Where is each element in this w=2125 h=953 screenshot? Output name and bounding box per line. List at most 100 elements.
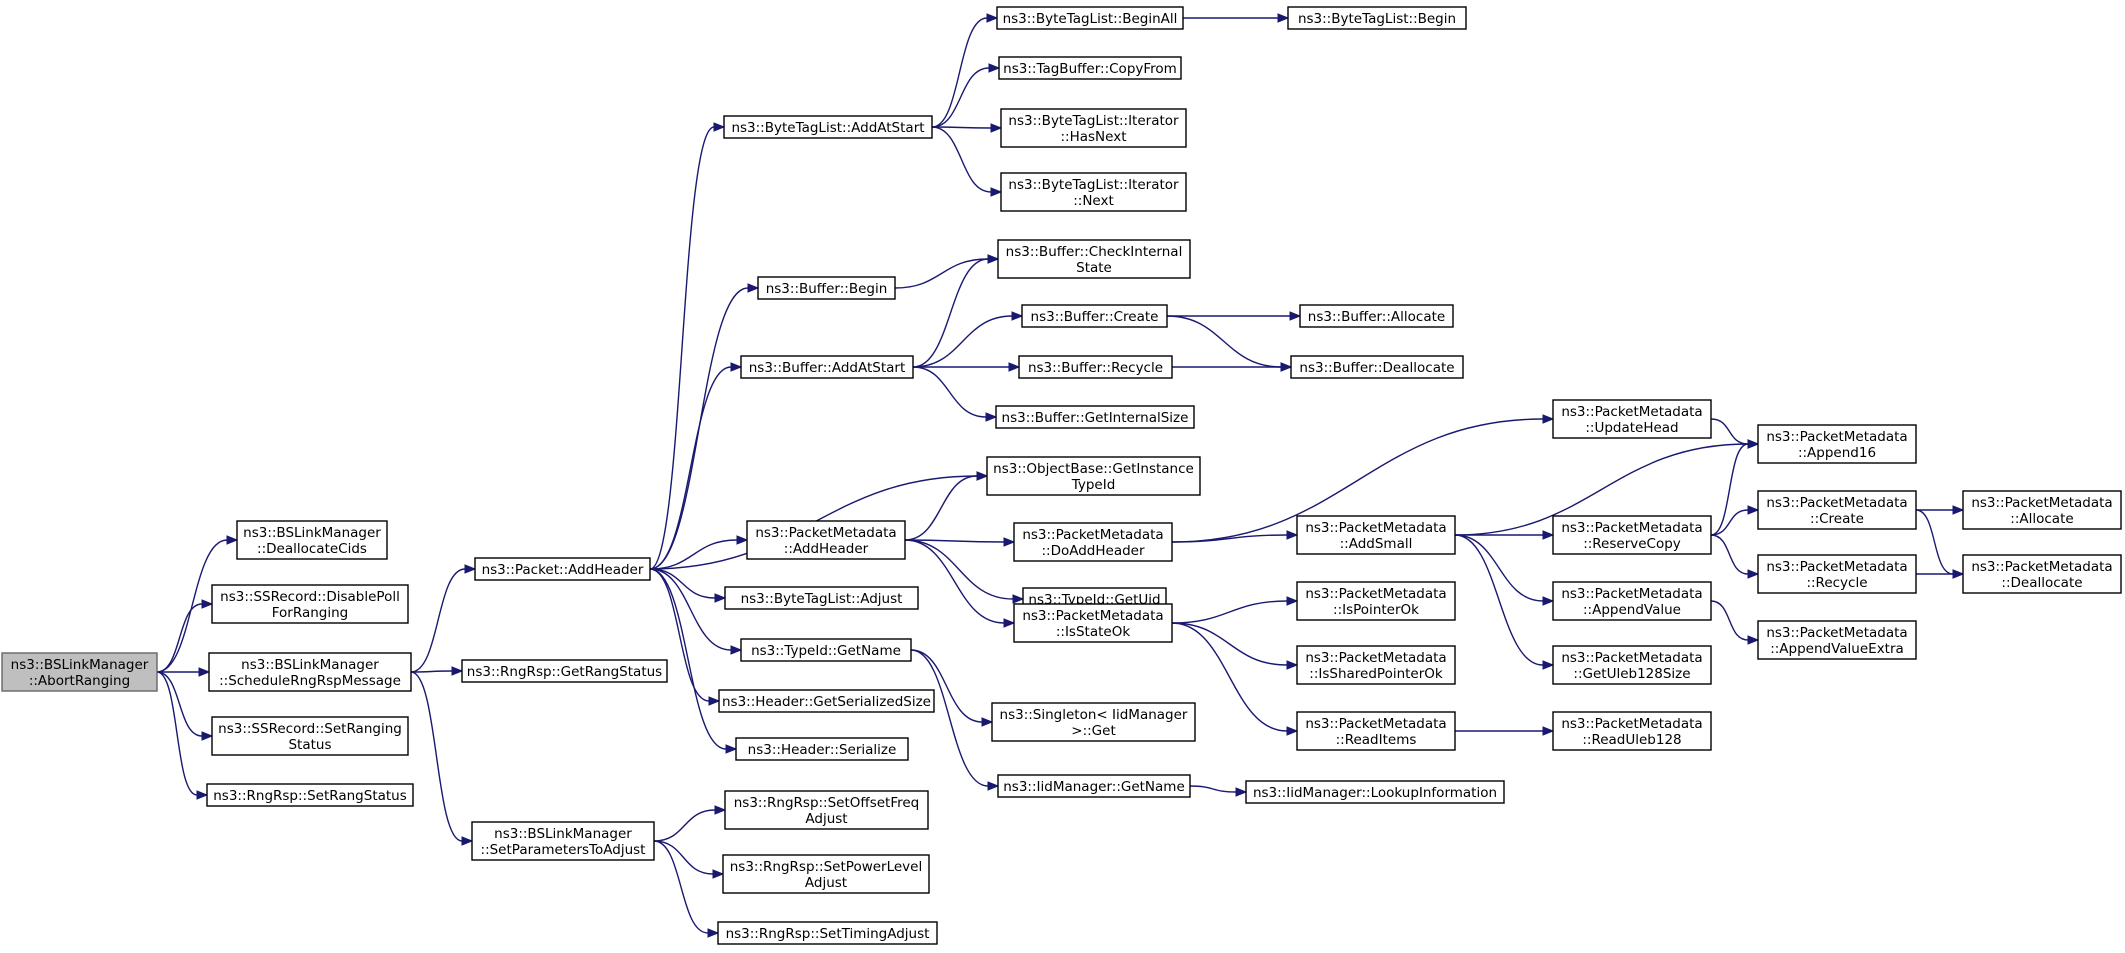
node-pm-ispointerok[interactable]: ns3::PacketMetadata::IsPointerOk [1296, 581, 1456, 621]
node-label: ns3::RngRsp::SetRangStatus [213, 788, 407, 804]
node-btl-begin[interactable]: ns3::ByteTagList::Begin [1287, 6, 1467, 30]
node-label: ns3::TypeId::GetName [751, 643, 901, 659]
node-pm-getuleb[interactable]: ns3::PacketMetadata::GetUleb128Size [1552, 645, 1712, 685]
edge-pm-addsmall-to-pm-appendvalue [1454, 534, 1555, 606]
node-pm-addsmall[interactable]: ns3::PacketMetadata::AddSmall [1296, 515, 1456, 555]
node-hdr-getsize[interactable]: ns3::Header::GetSerializedSize [718, 689, 935, 713]
node-btl-beginall[interactable]: ns3::ByteTagList::BeginAll [996, 6, 1184, 30]
node-pm-recycle[interactable]: ns3::PacketMetadata::Recycle [1757, 554, 1917, 594]
node-pm-readuleb[interactable]: ns3::PacketMetadata::ReadUleb128 [1552, 711, 1712, 751]
node-pm-append16[interactable]: ns3::PacketMetadata::Append16 [1757, 424, 1917, 464]
node-pm-doaddheader[interactable]: ns3::PacketMetadata::DoAddHeader [1013, 522, 1173, 562]
node-pm-issharedok[interactable]: ns3::PacketMetadata::IsSharedPointerOk [1296, 645, 1456, 685]
node-label: ::Append16 [1798, 445, 1876, 461]
node-settiming[interactable]: ns3::RngRsp::SetTimingAdjust [717, 921, 938, 945]
arrowhead [1286, 530, 1299, 540]
edge-schedule-to-setparams [410, 671, 474, 846]
node-label: ::IsStateOk [1056, 624, 1130, 640]
node-label: State [1076, 260, 1112, 276]
node-buf-create[interactable]: ns3::Buffer::Create [1021, 304, 1168, 328]
node-box [996, 6, 1184, 30]
node-btl-next[interactable]: ns3::ByteTagList::Iterator::Next [1000, 172, 1187, 212]
edge-pm-addsmall-to-pm-reservecopy [1455, 530, 1555, 540]
edge-addheader-to-tid-getname [649, 568, 743, 655]
edge-addheader-to-pm-addheader [649, 535, 749, 570]
function-nodes: ns3::BSLinkManager::AbortRangingns3::BSL… [1, 6, 2122, 945]
node-tb-copyfrom[interactable]: ns3::TagBuffer::CopyFrom [998, 56, 1182, 80]
node-box [998, 56, 1182, 80]
node-buf-begin[interactable]: ns3::Buffer::Begin [757, 276, 896, 300]
node-buf-addatstart[interactable]: ns3::Buffer::AddAtStart [740, 355, 914, 379]
edge-addheader-to-btl-adjust [649, 568, 727, 603]
edge-pm-create-to-pm-allocate [1916, 505, 1965, 515]
node-label: ns3::IidManager::GetName [1003, 779, 1185, 795]
node-buf-recycle[interactable]: ns3::Buffer::Recycle [1018, 355, 1173, 379]
node-schedule[interactable]: ns3::BSLinkManager::ScheduleRngRspMessag… [208, 652, 412, 692]
node-pm-create[interactable]: ns3::PacketMetadata::Create [1757, 490, 1917, 530]
node-setparams[interactable]: ns3::BSLinkManager::SetParametersToAdjus… [471, 821, 655, 861]
node-label: ns3::PacketMetadata [1766, 429, 1907, 445]
node-iid-lookup[interactable]: ns3::IidManager::LookupInformation [1245, 780, 1505, 804]
node-label: ns3::RngRsp::SetTimingAdjust [726, 926, 930, 942]
node-iid-getname[interactable]: ns3::IidManager::GetName [997, 774, 1191, 798]
node-label: ::ReadItems [1336, 732, 1417, 748]
node-box [997, 774, 1191, 798]
node-buf-deallocate[interactable]: ns3::Buffer::Deallocate [1290, 355, 1464, 379]
node-getrangstatus[interactable]: ns3::RngRsp::GetRangStatus [461, 659, 668, 683]
node-label: ns3::PacketMetadata [1561, 404, 1702, 420]
edge-buf-addatstart-to-buf-recycle [913, 362, 1021, 372]
arrowhead [1747, 635, 1760, 645]
arrowhead [736, 535, 749, 545]
node-label: ::Create [1810, 511, 1864, 527]
edge-abort-to-setrangstatus [156, 671, 209, 800]
node-buf-allocate[interactable]: ns3::Buffer::Allocate [1299, 304, 1454, 328]
node-label: ns3::PacketMetadata [1971, 495, 2112, 511]
node-setrangstatus[interactable]: ns3::RngRsp::SetRangStatus [206, 783, 414, 807]
edge-pm-reservecopy-to-pm-recycle [1710, 534, 1760, 579]
arrowhead [464, 564, 477, 574]
node-dealloc[interactable]: ns3::BSLinkManager::DeallocateCids [236, 520, 388, 560]
node-btl-adjust[interactable]: ns3::ByteTagList::Adjust [724, 586, 919, 610]
edge-btl-addatstart-to-btl-next [931, 126, 1003, 197]
node-pm-updatehead[interactable]: ns3::PacketMetadata::UpdateHead [1552, 399, 1712, 439]
node-box [1296, 645, 1456, 685]
node-pm-readitems[interactable]: ns3::PacketMetadata::ReadItems [1296, 711, 1456, 751]
node-label: ns3::PacketMetadata [755, 525, 896, 541]
node-abort[interactable]: ns3::BSLinkManager::AbortRanging [1, 652, 158, 692]
node-pm-appendvalue[interactable]: ns3::PacketMetadata::AppendValue [1552, 581, 1712, 621]
node-box [1021, 304, 1168, 328]
node-label: ns3::PacketMetadata [1766, 495, 1907, 511]
arrowhead [987, 254, 1000, 264]
node-pm-deallocate[interactable]: ns3::PacketMetadata::Deallocate [1962, 554, 2122, 594]
node-singleton[interactable]: ns3::Singleton< IidManager >::Get [991, 702, 1196, 742]
arrowhead [201, 599, 214, 609]
node-box [236, 520, 388, 560]
node-addheader[interactable]: ns3::Packet::AddHeader [474, 557, 651, 581]
node-label: ForRanging [272, 605, 348, 621]
edge-pm-isstateok-to-pm-readitems [1171, 622, 1299, 736]
node-hdr-serialize[interactable]: ns3::Header::Serialize [735, 737, 909, 761]
node-btl-hasnext[interactable]: ns3::ByteTagList::Iterator::HasNext [1000, 108, 1187, 148]
node-btl-addatstart[interactable]: ns3::ByteTagList::AddAtStart [723, 115, 933, 139]
node-pm-addheader[interactable]: ns3::PacketMetadata::AddHeader [746, 520, 906, 560]
node-buf-getsize[interactable]: ns3::Buffer::GetInternalSize [995, 405, 1195, 429]
node-box [1296, 581, 1456, 621]
node-pm-appendextra[interactable]: ns3::PacketMetadata::AppendValueExtra [1757, 620, 1917, 660]
node-tid-getname[interactable]: ns3::TypeId::GetName [740, 638, 912, 662]
node-pm-isstateok[interactable]: ns3::PacketMetadata::IsStateOk [1013, 603, 1173, 643]
node-label: ::AddHeader [784, 541, 869, 557]
node-box [740, 638, 912, 662]
node-box [723, 115, 933, 139]
edge-pm-addsmall-to-pm-getuleb [1454, 534, 1555, 670]
node-box [1000, 172, 1187, 212]
node-pm-reservecopy[interactable]: ns3::PacketMetadata::ReserveCopy [1552, 515, 1712, 555]
node-label: ns3::BSLinkManager [494, 826, 632, 842]
node-pm-allocate[interactable]: ns3::PacketMetadata::Allocate [1962, 490, 2122, 530]
